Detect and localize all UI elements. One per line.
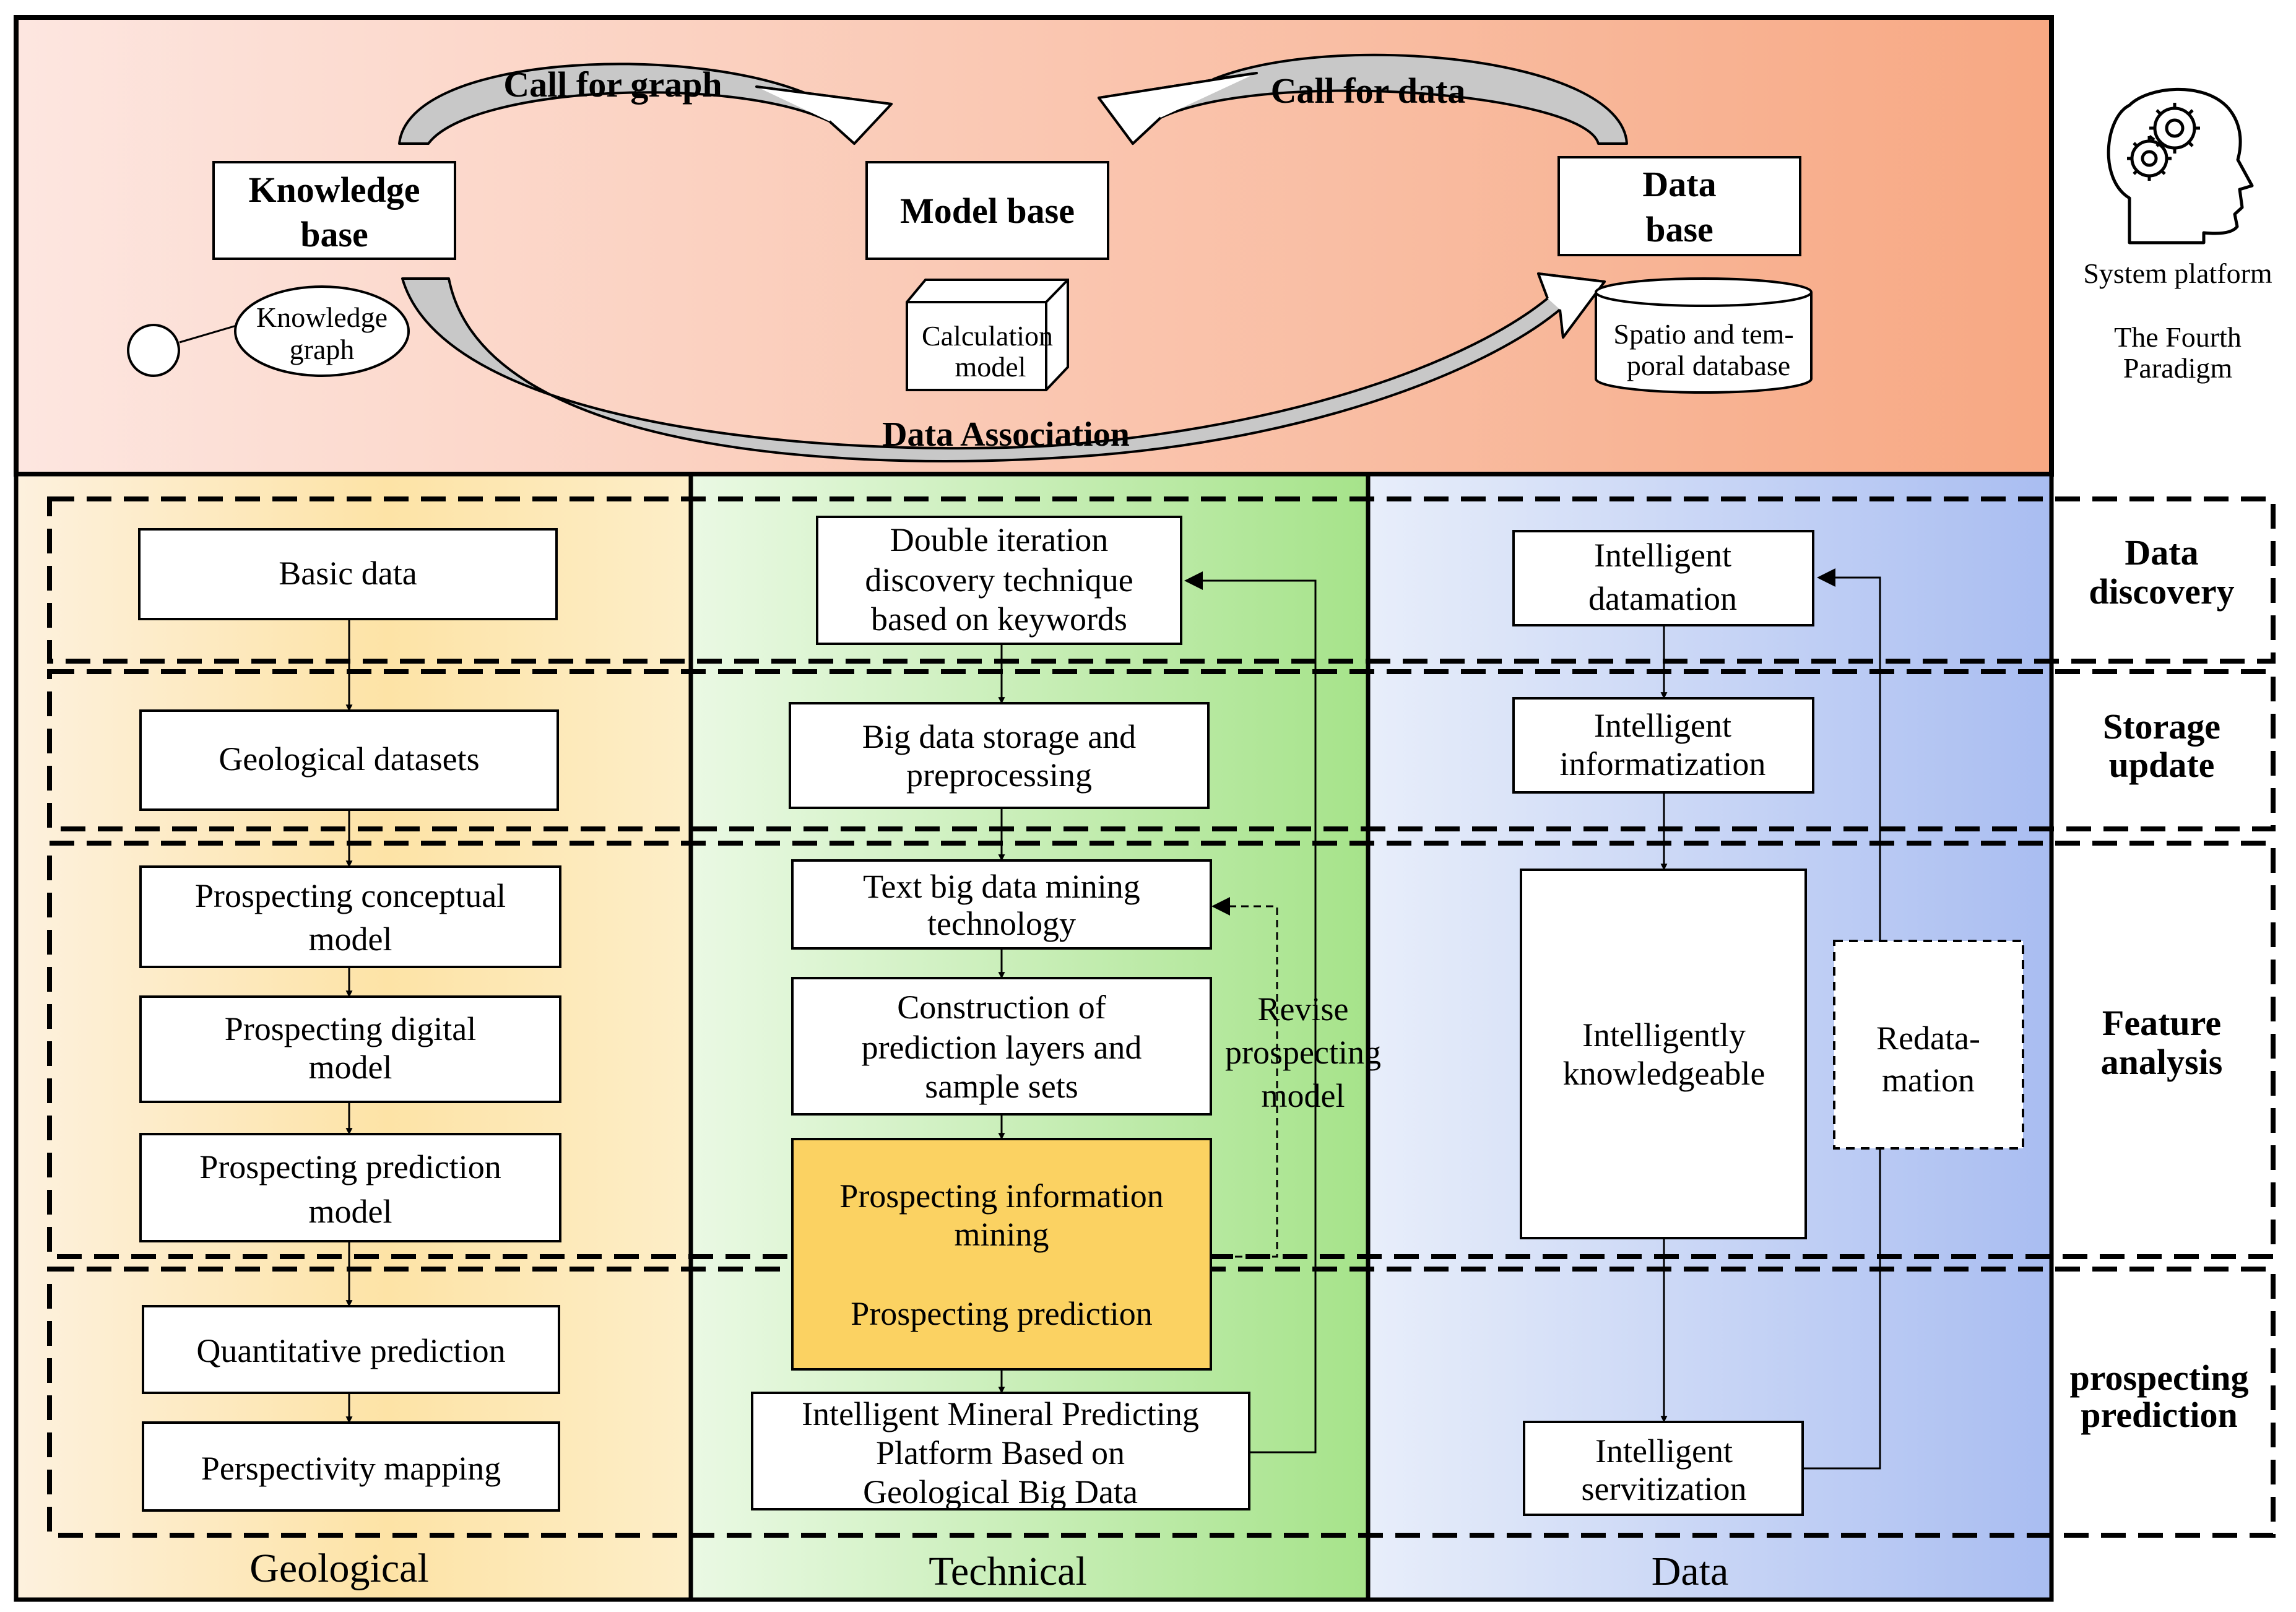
revise-label-3: model <box>1262 1077 1345 1114</box>
construction-label-2: prediction layers and <box>862 1029 1142 1066</box>
calculation-model-cube <box>906 279 1069 391</box>
stage-storage-update-2: update <box>2109 745 2215 785</box>
text-mining-label-1: Text big data mining <box>863 868 1140 905</box>
paradigm-label-2: Paradigm <box>2123 352 2233 384</box>
construction-box <box>791 977 1212 1116</box>
datamation-box <box>1512 530 1814 626</box>
informatization-box <box>1512 697 1814 794</box>
construction-label-1: Construction of <box>897 989 1106 1026</box>
model-base-box <box>865 161 1109 260</box>
call-for-data-label: Call for data <box>1271 71 1466 111</box>
redatamation-label-1: Redata- <box>1876 1020 1980 1057</box>
info-mining-label-1: Prospecting information <box>839 1177 1163 1215</box>
model-base-label: Model base <box>900 191 1075 231</box>
data-base-label-1: Data <box>1642 164 1716 204</box>
perspectivity-mapping-box <box>142 1421 560 1512</box>
basic-data-label: Basic data <box>279 555 417 592</box>
spatio-database-cylinder <box>1595 292 1813 394</box>
text-mining-label-2: technology <box>927 905 1076 942</box>
spatio-db-label-1: Spatio and tem- <box>1613 318 1793 350</box>
double-iteration-box <box>816 516 1182 645</box>
stage-data-discovery-2: discovery <box>2089 571 2234 612</box>
servitization-label-1: Intelligent <box>1595 1432 1733 1470</box>
data-association-label: Data Association <box>882 415 1130 454</box>
column-title-technical: Technical <box>929 1549 1087 1594</box>
quantitative-prediction-label: Quantitative prediction <box>196 1332 505 1369</box>
knowledge-graph-label-2: graph <box>290 334 355 365</box>
conceptual-model-label-2: model <box>309 921 392 958</box>
basic-data-box <box>138 528 558 620</box>
knowledge-base-box <box>212 161 456 260</box>
platform-label-2: Platform Based on <box>876 1434 1125 1471</box>
digital-model-box <box>139 995 561 1103</box>
head-gears-icon <box>2107 87 2254 245</box>
big-data-storage-label-2: preprocessing <box>906 756 1092 794</box>
stage-prospecting-prediction-1: prospecting <box>2070 1358 2249 1398</box>
prediction-model-label-2: model <box>309 1193 392 1230</box>
call-for-graph-label: Call for graph <box>503 64 722 105</box>
datamation-label-2: datamation <box>1588 580 1737 617</box>
big-data-storage-label-1: Big data storage and <box>862 718 1136 755</box>
data-base-label-2: base <box>1645 209 1713 249</box>
platform-label-1: Intelligent Mineral Predicting <box>802 1395 1199 1432</box>
datamation-label-1: Intelligent <box>1594 537 1731 574</box>
revise-label-1: Revise <box>1258 990 1349 1028</box>
informatization-label-1: Intelligent <box>1594 707 1731 744</box>
spatio-db-label-2: poral database <box>1627 350 1790 381</box>
knowledge-base-label-2: base <box>300 214 368 254</box>
prospecting-highlight-box <box>791 1138 1212 1371</box>
quantitative-prediction-box <box>142 1305 560 1394</box>
revise-label-2: prospecting <box>1225 1034 1381 1071</box>
redatamation-label-2: mation <box>1882 1062 1975 1099</box>
knowledgeable-box <box>1520 869 1807 1239</box>
graph-node-icon <box>127 324 180 377</box>
servitization-label-2: servitization <box>1582 1470 1747 1507</box>
conceptual-model-label-1: Prospecting conceptual <box>195 877 506 914</box>
stage-band-storage-update <box>47 669 2276 831</box>
prediction-model-label-1: Prospecting prediction <box>199 1148 501 1185</box>
paradigm-label-1: The Fourth <box>2114 321 2242 353</box>
stage-prospecting-prediction-2: prediction <box>2081 1395 2238 1435</box>
system-platform-label: System platform <box>2083 258 2272 289</box>
info-mining-label-2: mining <box>954 1216 1049 1253</box>
digital-model-label-1: Prospecting digital <box>225 1010 476 1047</box>
revise-loop-arrow <box>1210 897 1278 1258</box>
servitization-box <box>1523 1421 1804 1516</box>
stage-band-feature-analysis <box>47 841 2276 1259</box>
column-title-data: Data <box>1652 1549 1729 1594</box>
stage-feature-analysis-2: analysis <box>2101 1042 2223 1082</box>
stage-band-data-discovery <box>47 496 2276 664</box>
geological-datasets-label: Geological datasets <box>219 740 479 778</box>
knowledge-graph-ellipse <box>234 285 410 377</box>
double-iteration-label-3: based on keywords <box>871 600 1127 638</box>
perspectivity-mapping-label: Perspectivity mapping <box>201 1450 501 1487</box>
stage-feature-analysis-1: Feature <box>2102 1003 2221 1043</box>
text-mining-box <box>791 859 1212 950</box>
platform-label-3: Geological Big Data <box>863 1473 1138 1510</box>
stage-band-prospecting-prediction <box>47 1267 2276 1538</box>
prediction-model-box <box>139 1133 561 1242</box>
geological-datasets-box <box>139 709 559 811</box>
calculation-model-label-1: Calculation <box>922 320 1053 352</box>
data-base-box <box>1557 156 1801 256</box>
digital-model-label-2: model <box>309 1049 392 1086</box>
big-data-storage-box <box>789 702 1210 809</box>
platform-box <box>751 1392 1250 1510</box>
double-iteration-label-1: Double iteration <box>890 521 1108 558</box>
column-title-geological: Geological <box>249 1546 429 1591</box>
knowledge-base-label-1: Knowledge <box>248 170 420 210</box>
stage-storage-update-1: Storage <box>2103 706 2220 747</box>
construction-label-3: sample sets <box>925 1068 1078 1105</box>
conceptual-model-box <box>139 865 561 968</box>
knowledgeable-label-2: knowledgeable <box>1563 1055 1765 1092</box>
knowledge-graph-label-1: Knowledge <box>256 301 388 333</box>
double-iteration-label-2: discovery technique <box>865 561 1133 599</box>
informatization-label-2: informatization <box>1560 745 1766 782</box>
redatamation-box <box>1833 940 2024 1150</box>
prospecting-prediction-label: Prospecting prediction <box>851 1295 1152 1332</box>
knowledgeable-label-1: Intelligently <box>1582 1016 1746 1054</box>
calculation-model-label-2: model <box>955 351 1026 383</box>
stage-data-discovery-1: Data <box>2125 532 2198 573</box>
